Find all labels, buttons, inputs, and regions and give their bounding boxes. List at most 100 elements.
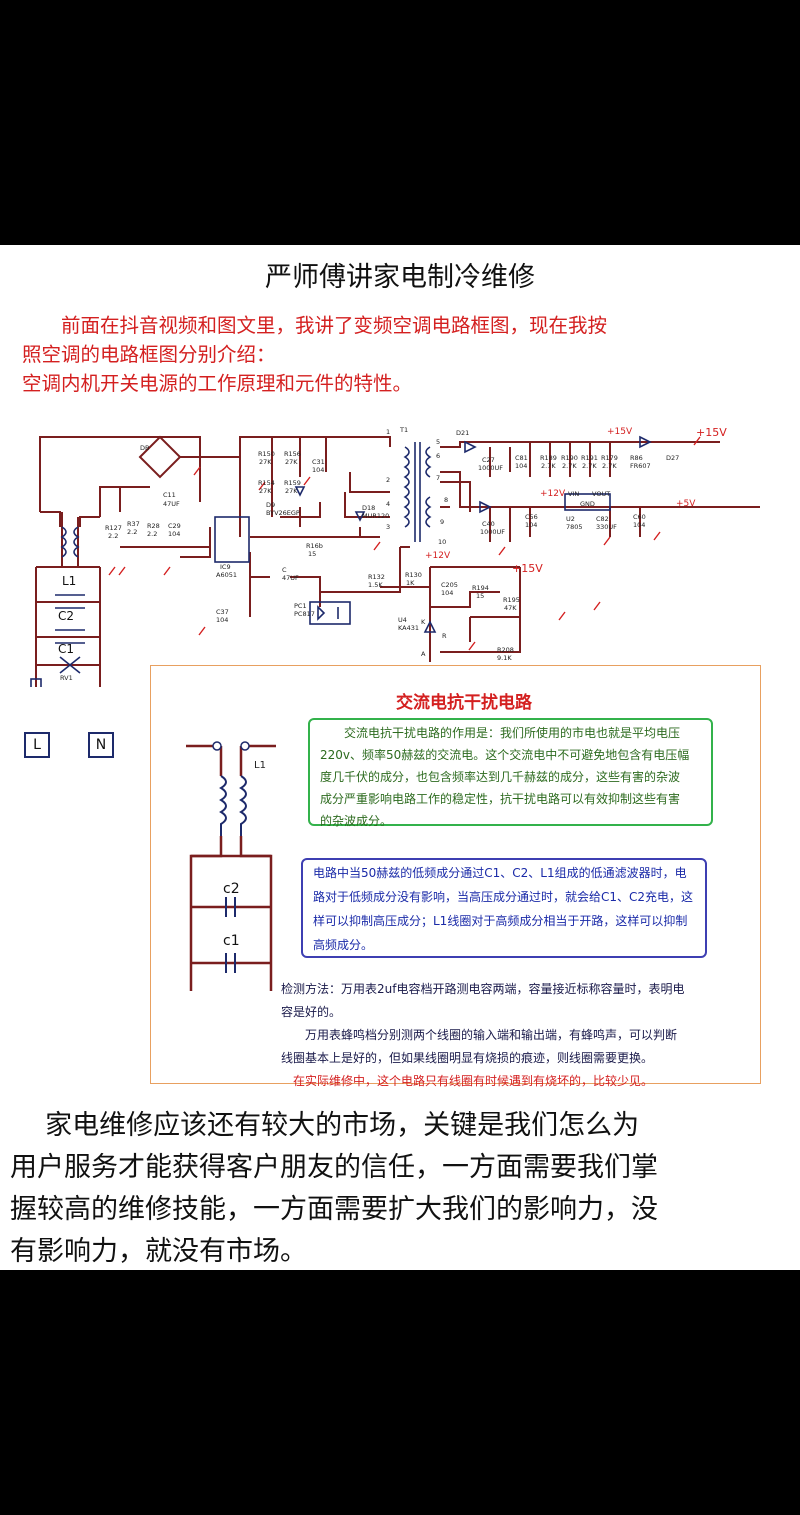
label-plus15v-a: +15V [607, 427, 633, 437]
page-title: 严师傅讲家电制冷维修 [265, 262, 535, 293]
test-line: 容是好的。 [281, 1005, 342, 1019]
label-r189: R189 [540, 454, 557, 462]
label-t1: T1 [400, 426, 409, 434]
panel-title: 交流电抗干扰电路 [396, 693, 532, 713]
label-rv1: RV1 [60, 674, 73, 682]
label-r190-value: 2.7K [562, 462, 577, 470]
label-c29-value: 104 [168, 530, 181, 538]
function-line: 的杂波成分。 [320, 814, 393, 828]
label-pin4: 4 [386, 500, 391, 508]
label-l1: L1 [62, 574, 77, 588]
label-c29: C29 [168, 522, 181, 530]
panel-c1-label: c1 [223, 933, 240, 949]
label-r159-value: 27K [285, 487, 298, 495]
label-u4: U4 [398, 616, 407, 624]
label-pin10: 10 [438, 538, 447, 546]
label-r37-value: 2.2 [127, 528, 138, 536]
terminal-n: N [88, 732, 114, 758]
label-plus15v-b: +15V [696, 426, 727, 439]
function-line: 220v、频率50赫兹的交流电。这个交流电中不可避免地包含有电压幅 [320, 748, 690, 762]
label-r154: R154 [258, 479, 275, 487]
label-r195-value: 47K [504, 604, 517, 612]
label-d9-value: BYV26EGP [266, 509, 300, 517]
principle-line: 样可以抑制高压成分；L1线圈对于高频成分相当于开路，这样可以抑制 [313, 914, 688, 928]
label-r127-value: 2.2 [108, 532, 119, 540]
label-r194-value: 15 [476, 592, 485, 600]
function-line: 交流电抗干扰电路的作用是：我们所使用的市电也就是平均电压 [344, 726, 681, 740]
label-r154-value: 27K [259, 487, 272, 495]
label-c82-value: 330UF [596, 523, 617, 531]
panel-l1-label: L1 [254, 760, 266, 771]
label-r86: R86 [630, 454, 643, 462]
label-vin: VIN [568, 490, 580, 498]
label-r86-value: FR607 [630, 462, 651, 470]
label-pin8: 8 [444, 496, 449, 504]
power-supply-schematic: DB C11 47UF L1 C2 C1 RV1 R127 2.2 R37 2.… [0, 417, 800, 687]
closing-line: 有影响力，就没有市场。 [10, 1236, 307, 1267]
label-c27-value: 1000UF [478, 464, 504, 472]
label-k: K [421, 618, 426, 626]
schematic-wires [30, 435, 760, 687]
label-c81: C81 [515, 454, 528, 462]
label-r132-value: 1.5K [368, 581, 383, 589]
label-c40-value: 1000UF [480, 528, 506, 536]
label-pc1-value: PC817 [294, 610, 315, 618]
label-d18-value: MUR120 [362, 512, 390, 520]
label-d21: D21 [456, 429, 470, 437]
principle-line: 电路中当50赫兹的低频成分通过C1、C2、L1组成的低通滤波器时，电 [313, 866, 687, 880]
label-c56-value: 104 [525, 521, 538, 529]
closing-text: 家电维修应该还有较大的市场，关键是我们怎么为 用户服务才能获得客户朋友的信任，一… [10, 1105, 790, 1270]
panel-c2-label: c2 [223, 881, 240, 897]
intro-line-3: 空调内机开关电源的工作原理和元件的特性。 [22, 372, 413, 395]
label-ic9-value: A6051 [216, 571, 237, 579]
intro-line-1: 前面在抖音视频和图文里，我讲了变频空调电路框图，现在我按 [61, 314, 608, 337]
filter-principle-box: 电路中当50赫兹的低频成分通过C1、C2、L1组成的低通滤波器时，电 路对于低频… [301, 858, 707, 958]
label-plus15v-c: +15V [512, 562, 543, 575]
label-c205-value: 104 [441, 589, 454, 597]
label-r208-value: 9.1K [497, 654, 512, 662]
label-a: A [421, 650, 426, 658]
label-c82: C82 [596, 515, 609, 523]
label-c37-value: 104 [216, 616, 229, 624]
label-r156-value: 27K [285, 458, 298, 466]
closing-line: 家电维修应该还有较大的市场，关键是我们怎么为 [45, 1110, 640, 1141]
label-pin6: 6 [436, 452, 441, 460]
label-d27: D27 [666, 454, 680, 462]
test-line: 检测方法：万用表2uf电容档开路测电容两端，容量接近标称容量时，表明电 [281, 982, 685, 996]
label-c11-value: 47UF [163, 500, 180, 508]
label-r194: R194 [472, 584, 489, 592]
label-pc1: PC1 [294, 602, 307, 610]
label-u2: U2 [566, 515, 575, 523]
label-r16b: R16b [306, 542, 323, 550]
label-c31-value: 104 [312, 466, 325, 474]
label-r16b-value: 15 [308, 550, 317, 558]
label-r191: R191 [581, 454, 598, 462]
label-c40: C40 [482, 520, 495, 528]
closing-line: 用户服务才能获得客户朋友的信任，一方面需要我们掌 [10, 1152, 658, 1183]
label-c2: C2 [58, 609, 75, 623]
label-c11: C11 [163, 491, 176, 499]
label-r156: R156 [284, 450, 301, 458]
label-pin7: 7 [436, 474, 441, 482]
label-c56: C56 [525, 513, 538, 521]
label-plus5v: +5V [676, 499, 696, 509]
label-gnd: GND [580, 500, 595, 508]
label-c60: C60 [633, 513, 646, 521]
label-r179: R179 [601, 454, 618, 462]
label-r37: R37 [127, 520, 140, 528]
label-r127: R127 [105, 524, 122, 532]
principle-line: 高频成分。 [313, 938, 374, 952]
label-r132: R132 [368, 573, 385, 581]
label-u2-value: 7805 [566, 523, 583, 531]
emi-filter-panel: 交流电抗干扰电路 [150, 665, 761, 1088]
test-note: 在实际维修中，这个电路只有线圈有时候遇到有烧坏的，比较少见。 [293, 1074, 654, 1088]
label-c205: C205 [441, 581, 458, 589]
label-c-value: 47UF [282, 574, 299, 582]
label-plus12v-a: +12V [540, 489, 566, 499]
function-line: 成分严重影响电路工作的稳定性，抗干扰电路可以有效抑制这些有害 [320, 792, 681, 806]
terminal-l: L [24, 732, 50, 758]
emi-filter-diagram [186, 741, 276, 991]
label-plus12v-b: +12V [425, 551, 451, 561]
test-method-text: 检测方法：万用表2uf电容档开路测电容两端，容量接近标称容量时，表明电 容是好的… [281, 978, 711, 1093]
page: 严师傅讲家电制冷维修 前面在抖音视频和图文里，我讲了变频空调电路框图，现在我按 … [0, 245, 800, 1270]
